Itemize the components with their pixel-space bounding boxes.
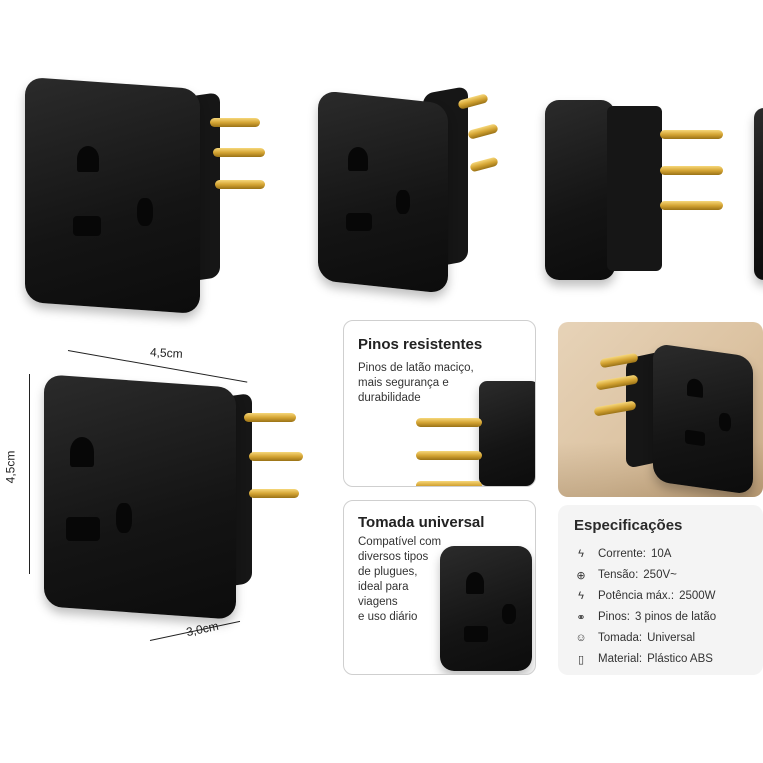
brass-pin bbox=[213, 148, 265, 157]
brass-pin bbox=[660, 201, 723, 210]
lightning-icon: ϟ bbox=[578, 590, 584, 602]
socket-feature-card: Tomada universal Compatível com diversos… bbox=[343, 500, 536, 675]
material-icon: ▯ bbox=[577, 653, 585, 666]
specs-card: Especificações ϟ Corrente: 10A ⊕ Tensão:… bbox=[558, 505, 763, 675]
socket-hole-side bbox=[116, 503, 132, 533]
socket-hole-top bbox=[70, 437, 94, 467]
socket-card-text: Compatível com diversos tipos de plugues… bbox=[358, 536, 442, 623]
spec-row-pins: ⚭ Pinos: 3 pinos de latão bbox=[572, 608, 716, 626]
pins-icon: ⚭ bbox=[576, 611, 586, 624]
socket-hole-bottom bbox=[346, 213, 372, 231]
product-view-side-angle bbox=[318, 85, 499, 295]
socket-icon: ☺ bbox=[575, 632, 587, 644]
socket-closeup-image bbox=[440, 546, 532, 671]
socket-card-title: Tomada universal bbox=[358, 514, 485, 531]
product-view-dimensioned bbox=[44, 374, 304, 630]
spec-row-voltage: ⊕ Tensão: 250V~ bbox=[572, 566, 676, 584]
socket-hole-side bbox=[137, 198, 153, 226]
pins-closeup-image bbox=[414, 381, 535, 486]
pins-feature-card: Pinos resistentes Pinos de latão maciço,… bbox=[343, 320, 536, 487]
socket-hole-bottom bbox=[66, 517, 100, 541]
dimension-height-label: 4,5cm bbox=[3, 450, 18, 484]
brass-pin bbox=[469, 156, 499, 173]
pins-card-text: Pinos de latão maciço, mais segurança e … bbox=[358, 362, 474, 404]
socket-hole-bottom bbox=[464, 626, 488, 642]
lifestyle-photo bbox=[558, 322, 763, 497]
spec-row-socket: ☺ Tomada: Universal bbox=[572, 629, 695, 647]
brass-pin bbox=[210, 118, 260, 127]
spec-row-current: ϟ Corrente: 10A bbox=[572, 545, 671, 563]
socket-hole-top bbox=[77, 146, 99, 172]
brass-pin bbox=[660, 166, 723, 175]
socket-hole-top bbox=[348, 147, 368, 171]
voltage-icon: ⊕ bbox=[576, 569, 586, 582]
spec-row-material: ▯ Material: Plástico ABS bbox=[572, 650, 713, 668]
socket-hole-bottom bbox=[73, 216, 101, 236]
socket-hole-top bbox=[466, 572, 484, 594]
dimension-width-label: 4,5cm bbox=[149, 345, 184, 361]
brass-pin bbox=[244, 413, 296, 422]
product-view-front-angle bbox=[25, 76, 265, 318]
product-view-side-profile bbox=[545, 100, 735, 285]
brass-pin bbox=[215, 180, 265, 189]
socket-hole-side bbox=[502, 604, 516, 624]
lightning-icon: ϟ bbox=[578, 548, 584, 560]
pins-card-title: Pinos resistentes bbox=[358, 336, 483, 353]
brass-pin bbox=[249, 489, 299, 498]
brass-pin bbox=[660, 130, 723, 139]
brass-pin bbox=[467, 123, 499, 140]
socket-hole-side bbox=[396, 190, 410, 214]
dimension-height-line bbox=[29, 374, 30, 574]
spec-row-power: ϟ Potência máx.: 2500W bbox=[572, 587, 715, 605]
product-view-cropped bbox=[754, 108, 763, 280]
brass-pin bbox=[249, 452, 303, 461]
specs-title: Especificações bbox=[574, 517, 683, 534]
